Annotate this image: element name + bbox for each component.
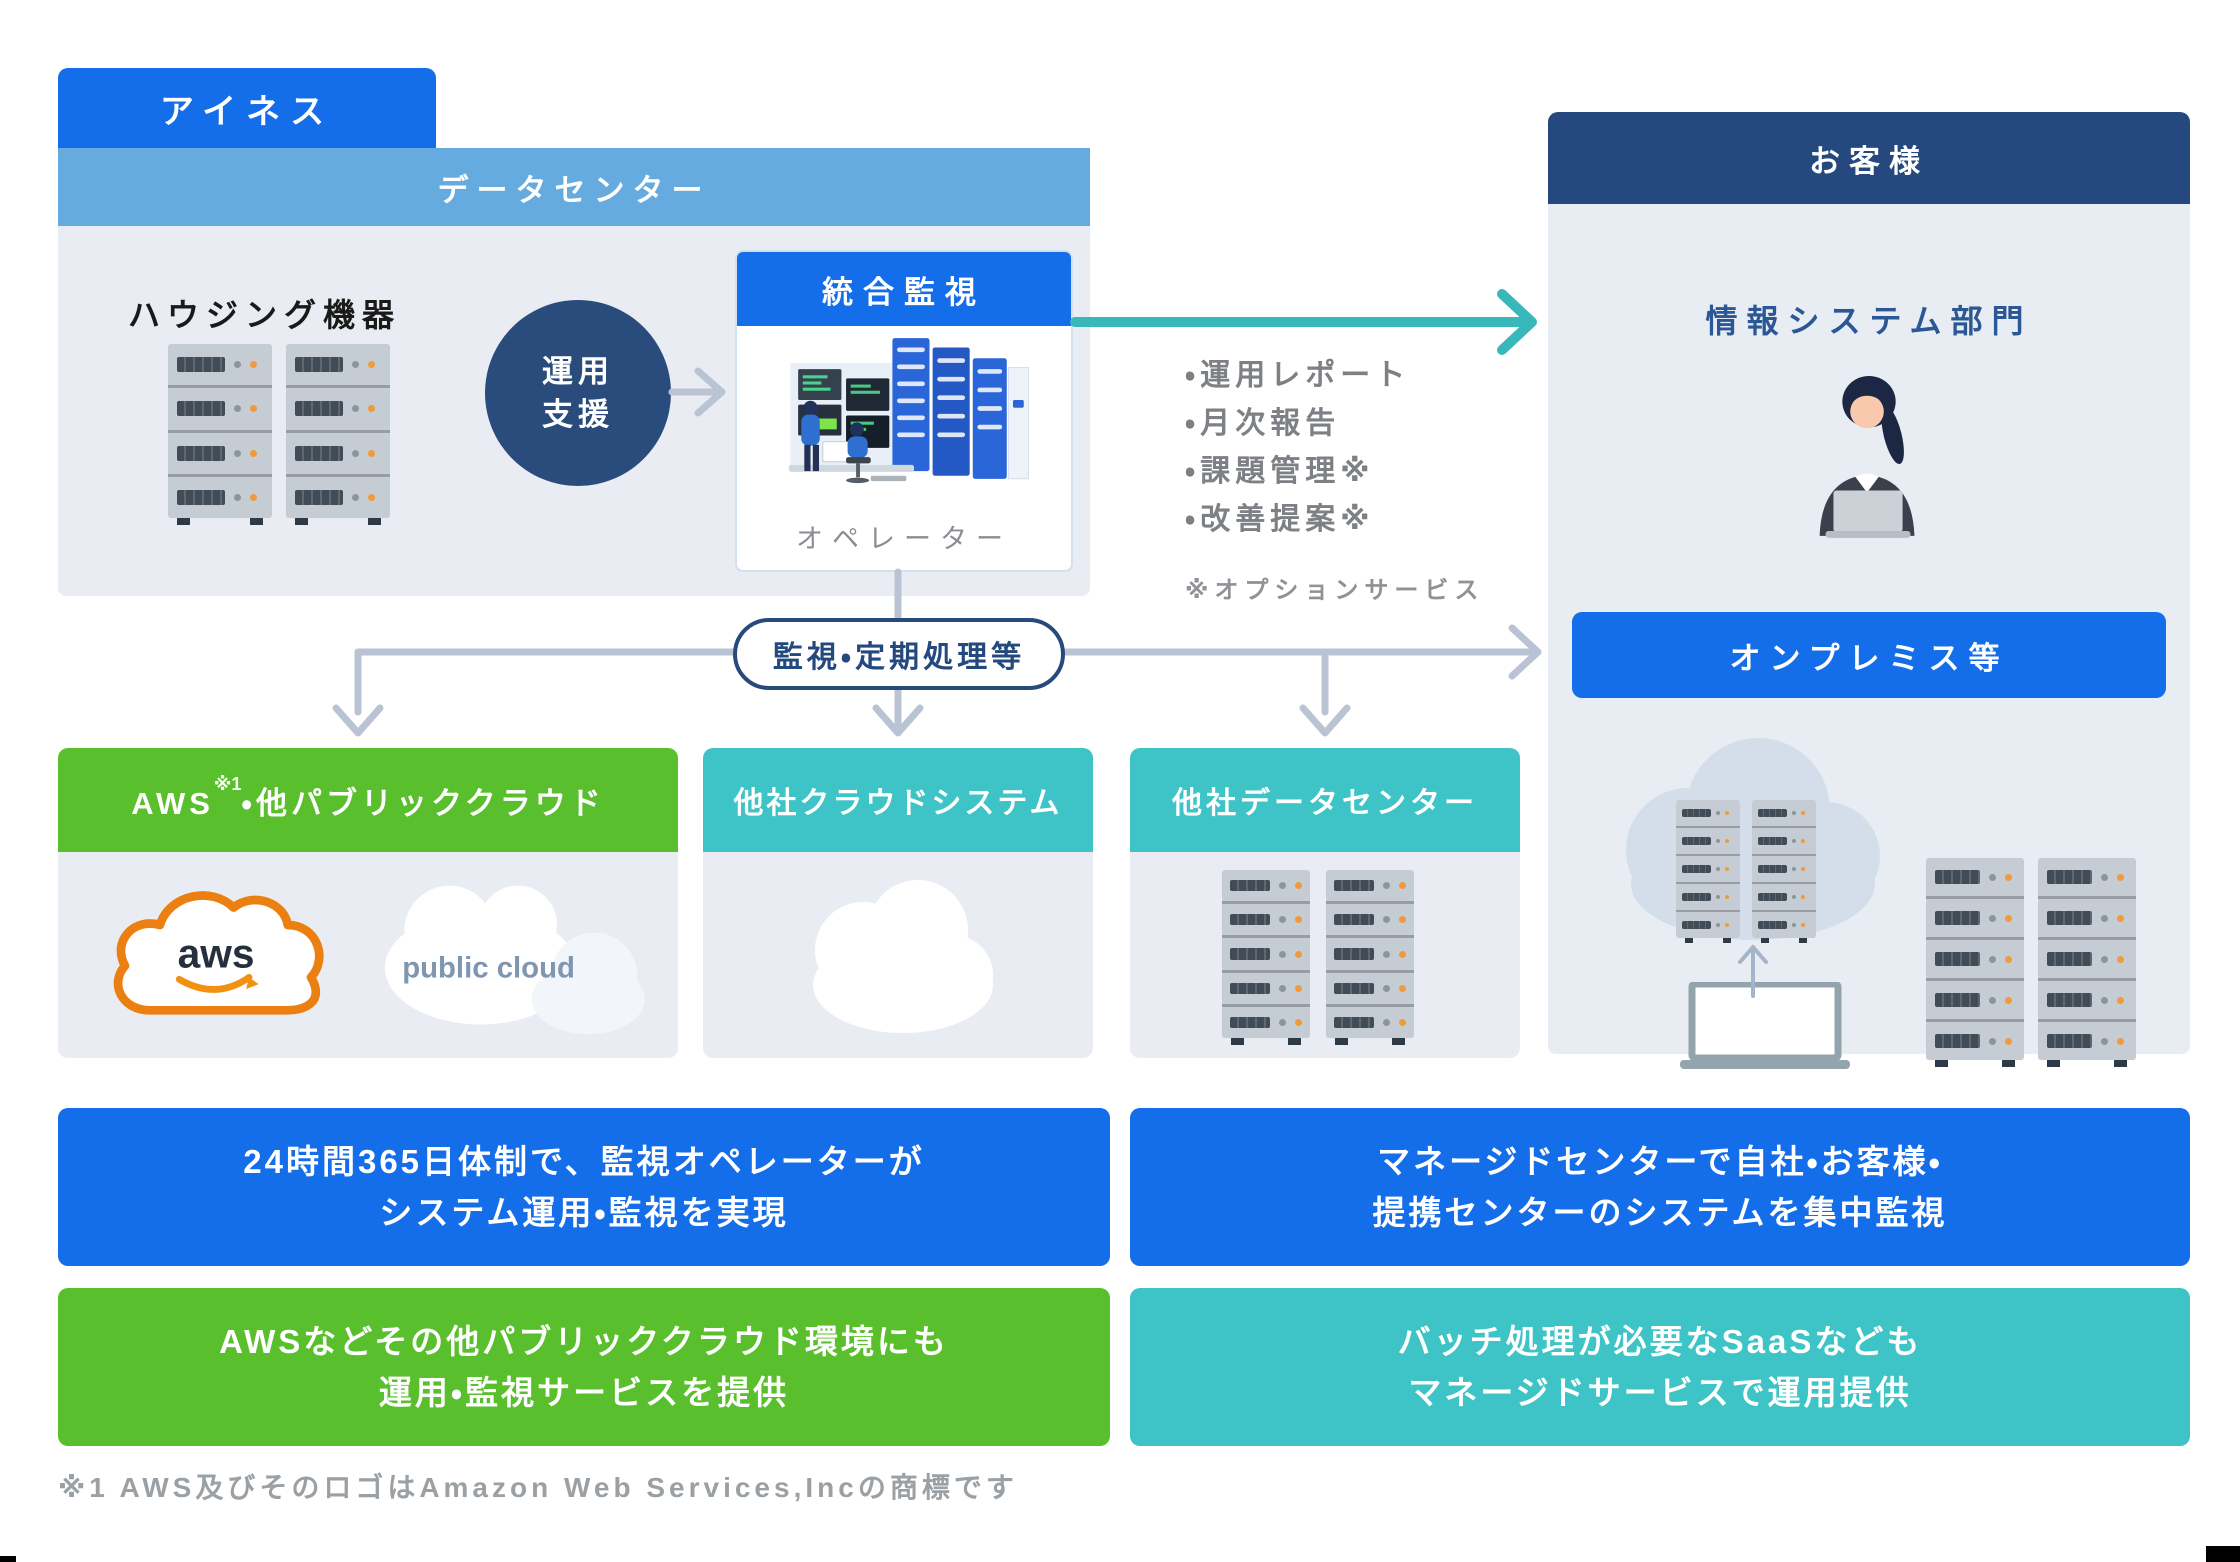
connector-right-icon: [1056, 624, 1542, 680]
monitoring-pill-label: 監視・定期処理等: [772, 641, 1026, 674]
aws-box-body: aws public cloud: [58, 852, 678, 1058]
other-datacenter-box: 他社データセンター: [1130, 748, 1520, 1058]
report-item: ・運用レポート: [1185, 359, 1411, 392]
operator-caption: オペレーター: [796, 524, 1012, 554]
banner-line: AWSなどその他パブリッククラウド環境にも: [219, 1322, 949, 1360]
arrow-monitoring-to-customer-icon: [1070, 289, 1537, 355]
datacenter-header-label: データセンター: [437, 172, 711, 208]
server-rack-icon: [286, 344, 390, 525]
aws-box-title: AWS※1・他パブリッククラウド: [131, 774, 605, 821]
operation-support-line1: 運用: [542, 353, 614, 389]
banner-monitoring-247: 24時間365日体制で、監視オペレーターが システム運用・監視を実現: [58, 1108, 1110, 1266]
banner-aws-service: AWSなどその他パブリッククラウド環境にも 運用・監視サービスを提供: [58, 1288, 1110, 1446]
report-item: ・改善提案※: [1185, 503, 1375, 536]
other-datacenter-header: 他社データセンター: [1130, 748, 1520, 852]
other-datacenter-body: [1130, 852, 1520, 1058]
other-datacenter-title: 他社データセンター: [1172, 787, 1478, 820]
other-cloud-header: 他社クラウドシステム: [703, 748, 1093, 852]
public-cloud-icon: public cloud: [384, 885, 645, 1035]
report-item: ・月次報告: [1185, 407, 1341, 440]
server-rack-icon: [168, 344, 272, 525]
banner-line: システム運用・監視を実現: [379, 1194, 789, 1231]
aws-box-header: AWS※1・他パブリッククラウド: [58, 748, 678, 852]
banner-saas-service: バッチ処理が必要なSaaSなども マネージドサービスで運用提供: [1130, 1288, 2190, 1446]
customer-department-label: 情報システム部門: [1705, 303, 2033, 339]
connector-dc-branch-icon: [1299, 648, 1351, 737]
server-rack-icon: [2038, 858, 2136, 1067]
reports-note: ※オプションサービス: [1185, 577, 1485, 604]
operation-support-line2: 支援: [542, 397, 614, 432]
server-rack-icon: [1326, 870, 1414, 1045]
operation-support-circle: 運用 支援: [485, 300, 671, 486]
customer-header: お客様: [1548, 112, 2190, 204]
integrated-monitoring-label: 統合監視: [822, 274, 986, 310]
banner-line: マネージドサービスで運用提供: [1408, 1374, 1912, 1411]
aws-box: AWS※1・他パブリッククラウド aws public cloud: [58, 748, 678, 1058]
monitoring-pill: 監視・定期処理等: [733, 618, 1065, 690]
footnote: ※1 AWS及びそのロゴはAmazon Web Services,Incの商標で…: [58, 1472, 1018, 1503]
cloud-server-rack-icon: [1752, 800, 1816, 943]
other-cloud-body: [703, 852, 1093, 1058]
onpremise-label: オンプレミス等: [1729, 640, 2009, 676]
ines-label: アイネス: [159, 92, 335, 131]
reports-list: ・運用レポート ・月次報告 ・課題管理※ ・改善提案※ ※オプションサービス: [1185, 352, 1484, 605]
server-rack-icon: [1926, 858, 2024, 1067]
banner-line: マネージドセンターで自社・お客様・: [1377, 1142, 1943, 1180]
operator-room-illustration: [788, 338, 1029, 484]
screen-artifact: [0, 1556, 16, 1562]
ines-tab: アイネス: [58, 68, 436, 148]
onpremise-box: オンプレミス等: [1572, 612, 2166, 698]
svg-text:aws: aws: [178, 931, 255, 977]
integrated-monitoring-box: 統合監視: [735, 250, 1073, 572]
banner-managed-center: マネージドセンターで自社・お客様・ 提携センターのシステムを集中監視: [1130, 1108, 2190, 1266]
report-item: ・課題管理※: [1185, 455, 1375, 488]
other-cloud-box: 他社クラウドシステム: [703, 748, 1093, 1058]
server-rack-icon: [1222, 870, 1310, 1045]
other-cloud-title: 他社クラウドシステム: [733, 787, 1063, 820]
private-cloud-icon: [1626, 738, 1880, 940]
laptop-icon: [1680, 982, 1850, 1069]
cloud-server-rack-icon: [1676, 800, 1740, 943]
customer-header-label: お客様: [1809, 143, 1929, 179]
svg-text:public cloud: public cloud: [402, 952, 575, 985]
screen-artifact: [2206, 1546, 2240, 1562]
banner-line: 24時間365日体制で、監視オペレーターが: [243, 1142, 925, 1180]
aws-cloud-icon: aws: [113, 891, 324, 1015]
banner-line: 運用・監視サービスを提供: [378, 1374, 790, 1411]
datacenter-header: データセンター: [58, 148, 1090, 226]
banner-line: 提携センターのシステムを集中監視: [1372, 1194, 1948, 1231]
cloud-icon: [813, 880, 993, 1033]
connector-left-icon: [332, 648, 744, 737]
banner-line: バッチ処理が必要なSaaSなども: [1397, 1322, 1923, 1360]
integrated-monitoring-header: 統合監視: [737, 252, 1071, 326]
housing-label: ハウジング機器: [128, 297, 402, 333]
customer-person-icon: [1819, 375, 1915, 538]
